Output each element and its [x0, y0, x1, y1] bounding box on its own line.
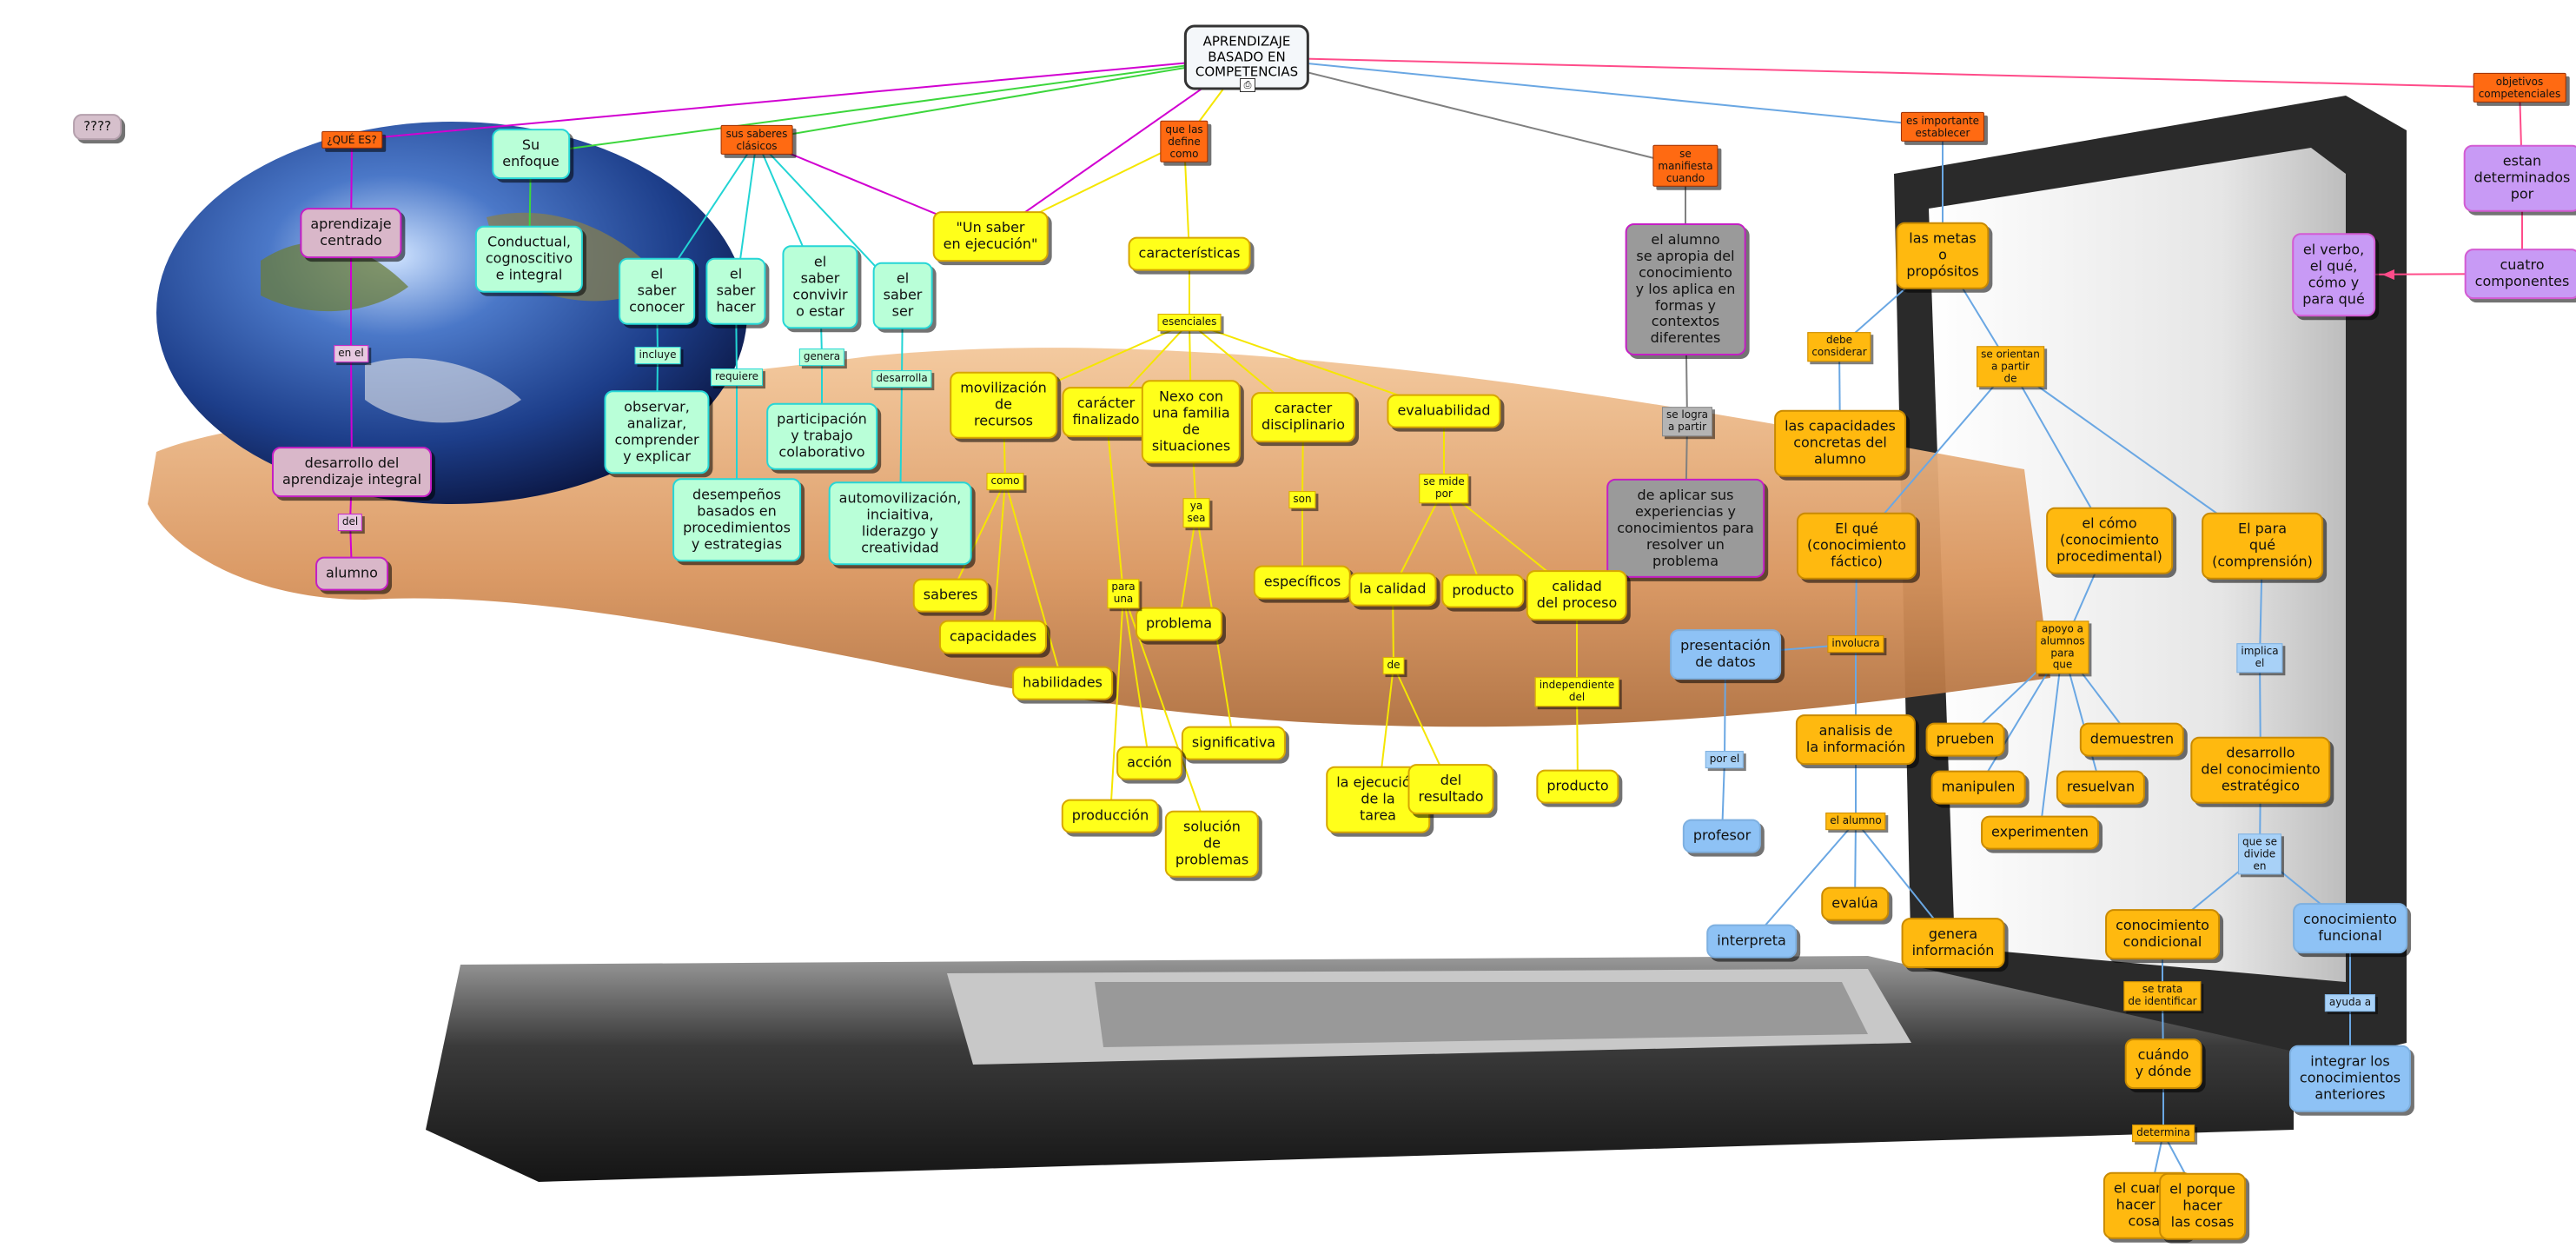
node-conductual[interactable]: Conductual, cognoscitivo e integral — [474, 225, 584, 293]
node-especificos[interactable]: específicos — [1253, 565, 1352, 600]
node-disciplinario[interactable]: caracter disciplinario — [1251, 392, 1355, 442]
node-quelas[interactable]: que las define como — [1160, 120, 1209, 163]
node-suenfoque[interactable]: Su enfoque — [492, 129, 570, 179]
link-label-esenciales[interactable]: esenciales — [1157, 314, 1222, 331]
link-label-seorientan[interactable]: se orientan a partir de — [1977, 346, 2044, 388]
node-hacer[interactable]: el saber hacer — [705, 257, 766, 325]
node-estan[interactable]: estan determinados por — [2463, 144, 2576, 212]
node-integrar[interactable]: integrar los conocimientos anteriores — [2288, 1045, 2412, 1112]
node-solucion[interactable]: solución de problemas — [1164, 810, 1260, 878]
node-significativa[interactable]: significativa — [1181, 726, 1287, 760]
node-habilidades[interactable]: habilidades — [1012, 666, 1113, 700]
link-label-son[interactable]: son — [1288, 491, 1316, 508]
link-label-quesedivide[interactable]: que se divide en — [2237, 833, 2282, 875]
link-label-incluye[interactable]: incluye — [634, 347, 681, 364]
node-elcomo[interactable]: el cómo (conocimiento procedimental) — [2046, 507, 2173, 574]
node-capacidadesconc[interactable]: las capacidades concretas del alumno — [1774, 409, 1906, 477]
node-apcentrado[interactable]: aprendizaje centrado — [300, 208, 402, 258]
link-label-selogra[interactable]: se logra a partir — [1661, 407, 1713, 436]
node-interpreta[interactable]: interpreta — [1706, 924, 1797, 959]
node-objetivos[interactable]: objetivos competenciales — [2473, 72, 2566, 103]
node-funcional[interactable]: conocimiento funcional — [2293, 903, 2407, 953]
node-desestrategico[interactable]: desarrollo del conocimiento estratégico — [2190, 736, 2331, 804]
node-finalizado[interactable]: carácter finalizado — [1062, 387, 1150, 437]
link-label-parauna[interactable]: para una — [1107, 579, 1140, 608]
link-label-porel[interactable]: por el — [1705, 751, 1745, 768]
link-label-enel[interactable]: en el — [334, 345, 368, 362]
node-capacidades[interactable]: capacidades — [938, 620, 1048, 654]
node-automov[interactable]: automovilización, inciaitiva, liderazgo … — [828, 481, 972, 565]
node-alumno[interactable]: alumno — [315, 556, 388, 591]
node-analisis[interactable]: analisis de la información — [1795, 714, 1917, 765]
node-generainfo[interactable]: genera información — [1901, 918, 2005, 968]
node-elporque[interactable]: el porque hacer las cosas — [2159, 1172, 2246, 1240]
link-label-debe[interactable]: debe considerar — [1807, 332, 1871, 362]
node-evaluabilidad[interactable]: evaluabilidad — [1387, 394, 1501, 428]
node-saberes[interactable]: sus saberes clásicos — [720, 124, 793, 156]
node-elque[interactable]: El qué (conocimiento fáctico) — [1796, 512, 1917, 580]
node-conocer[interactable]: el saber conocer — [619, 257, 695, 325]
node-verbo[interactable]: el verbo, el qué, cómo y para qué — [2292, 233, 2375, 316]
node-problema[interactable]: problema — [1135, 607, 1223, 641]
node-semanif[interactable]: se manifiesta cuando — [1652, 144, 1718, 188]
node-quees[interactable]: ¿QUÉ ES? — [321, 130, 382, 149]
link-label-implica[interactable]: implica el — [2236, 643, 2283, 673]
node-participacion[interactable]: participación y trabajo colaborativo — [766, 402, 877, 470]
node-cuatro[interactable]: cuatro componentes — [2464, 249, 2576, 299]
node-producto2[interactable]: producto — [1536, 769, 1619, 804]
node-calidadproceso[interactable]: calidad del proceso — [1526, 570, 1628, 620]
link-label-apoyo[interactable]: apoyo a alumnos para que — [2036, 620, 2089, 674]
link-label-semide[interactable]: se mide por — [1419, 474, 1469, 503]
link-label-del[interactable]: del — [337, 514, 363, 531]
node-esimp[interactable]: es importante establecer — [1900, 111, 1985, 143]
laptop-base-shape — [426, 956, 2294, 1182]
node-saberes2[interactable]: saberes — [912, 578, 989, 613]
node-resultado[interactable]: del resultado — [1407, 764, 1494, 814]
link-label-determina[interactable]: determina — [2132, 1125, 2195, 1142]
node-lacalidad[interactable]: la calidad — [1348, 572, 1437, 607]
node-condicional[interactable]: conocimiento condicional — [2105, 909, 2220, 959]
link-label-yasea[interactable]: ya sea — [1182, 498, 1210, 527]
node-unsaber[interactable]: "Un saber en ejecución" — [932, 211, 1049, 262]
node-produccion[interactable]: producción — [1061, 799, 1160, 833]
node-experimenten[interactable]: experimenten — [1981, 815, 2099, 850]
node-desarrollo[interactable]: desarrollo del aprendizaje integral — [271, 447, 433, 497]
node-accion[interactable]: acción — [1116, 746, 1182, 780]
node-metas[interactable]: las metas o propósitos — [1896, 222, 1990, 289]
node-caracteristicas[interactable]: características — [1128, 236, 1251, 271]
node-manipulen[interactable]: manipulen — [1930, 770, 2026, 805]
link-label-genera[interactable]: genera — [798, 348, 845, 366]
node-convivir[interactable]: el saber convivir o estar — [782, 245, 858, 328]
node-profesor[interactable]: profesor — [1682, 819, 1762, 853]
node-nexo[interactable]: Nexo con una familia de situaciones — [1141, 380, 1242, 463]
link-label-independiente[interactable]: independiente del — [1534, 677, 1619, 707]
link-label-como[interactable]: como — [986, 473, 1024, 490]
node-desempenos[interactable]: desempeños basados en procedimientos y e… — [672, 478, 801, 561]
link-label-elalumno[interactable]: el alumno — [1825, 813, 1886, 830]
node-movilizacion[interactable]: movilización de recursos — [950, 371, 1057, 439]
node-elparaque[interactable]: El para qué (comprensión) — [2202, 512, 2323, 580]
node-demuestren[interactable]: demuestren — [2079, 722, 2185, 757]
link-label-setrata[interactable]: se trata de identificar — [2123, 981, 2202, 1011]
node-q[interactable]: ???? — [73, 114, 122, 140]
link-label-requiere[interactable]: requiere — [710, 368, 764, 386]
link-label-de[interactable]: de — [1382, 657, 1405, 674]
node-alumnoapropia[interactable]: el alumno se apropia del conocimiento y … — [1625, 222, 1746, 356]
node-cuando[interactable]: cuándo y dónde — [2124, 1038, 2202, 1089]
node-resuelvan[interactable]: resuelvan — [2056, 770, 2146, 805]
link-label-desarrolla[interactable]: desarrolla — [871, 370, 932, 388]
node-prueben[interactable]: prueben — [1925, 722, 2005, 757]
link-label-ayudaa[interactable]: ayuda a — [2324, 994, 2376, 1012]
node-deaplicar[interactable]: de aplicar sus experiencias y conocimien… — [1606, 478, 1765, 579]
link-label-involucra[interactable]: involucra — [1827, 635, 1884, 653]
node-presentacion[interactable]: presentación de datos — [1670, 629, 1781, 680]
node-ser[interactable]: el saber ser — [872, 262, 933, 329]
node-evalua[interactable]: evalúa — [1821, 886, 1889, 921]
node-producto1[interactable]: producto — [1441, 574, 1525, 608]
map-document-icon[interactable]: ⎙ — [1240, 78, 1255, 92]
node-observar[interactable]: observar, analizar, comprender y explica… — [604, 390, 710, 474]
